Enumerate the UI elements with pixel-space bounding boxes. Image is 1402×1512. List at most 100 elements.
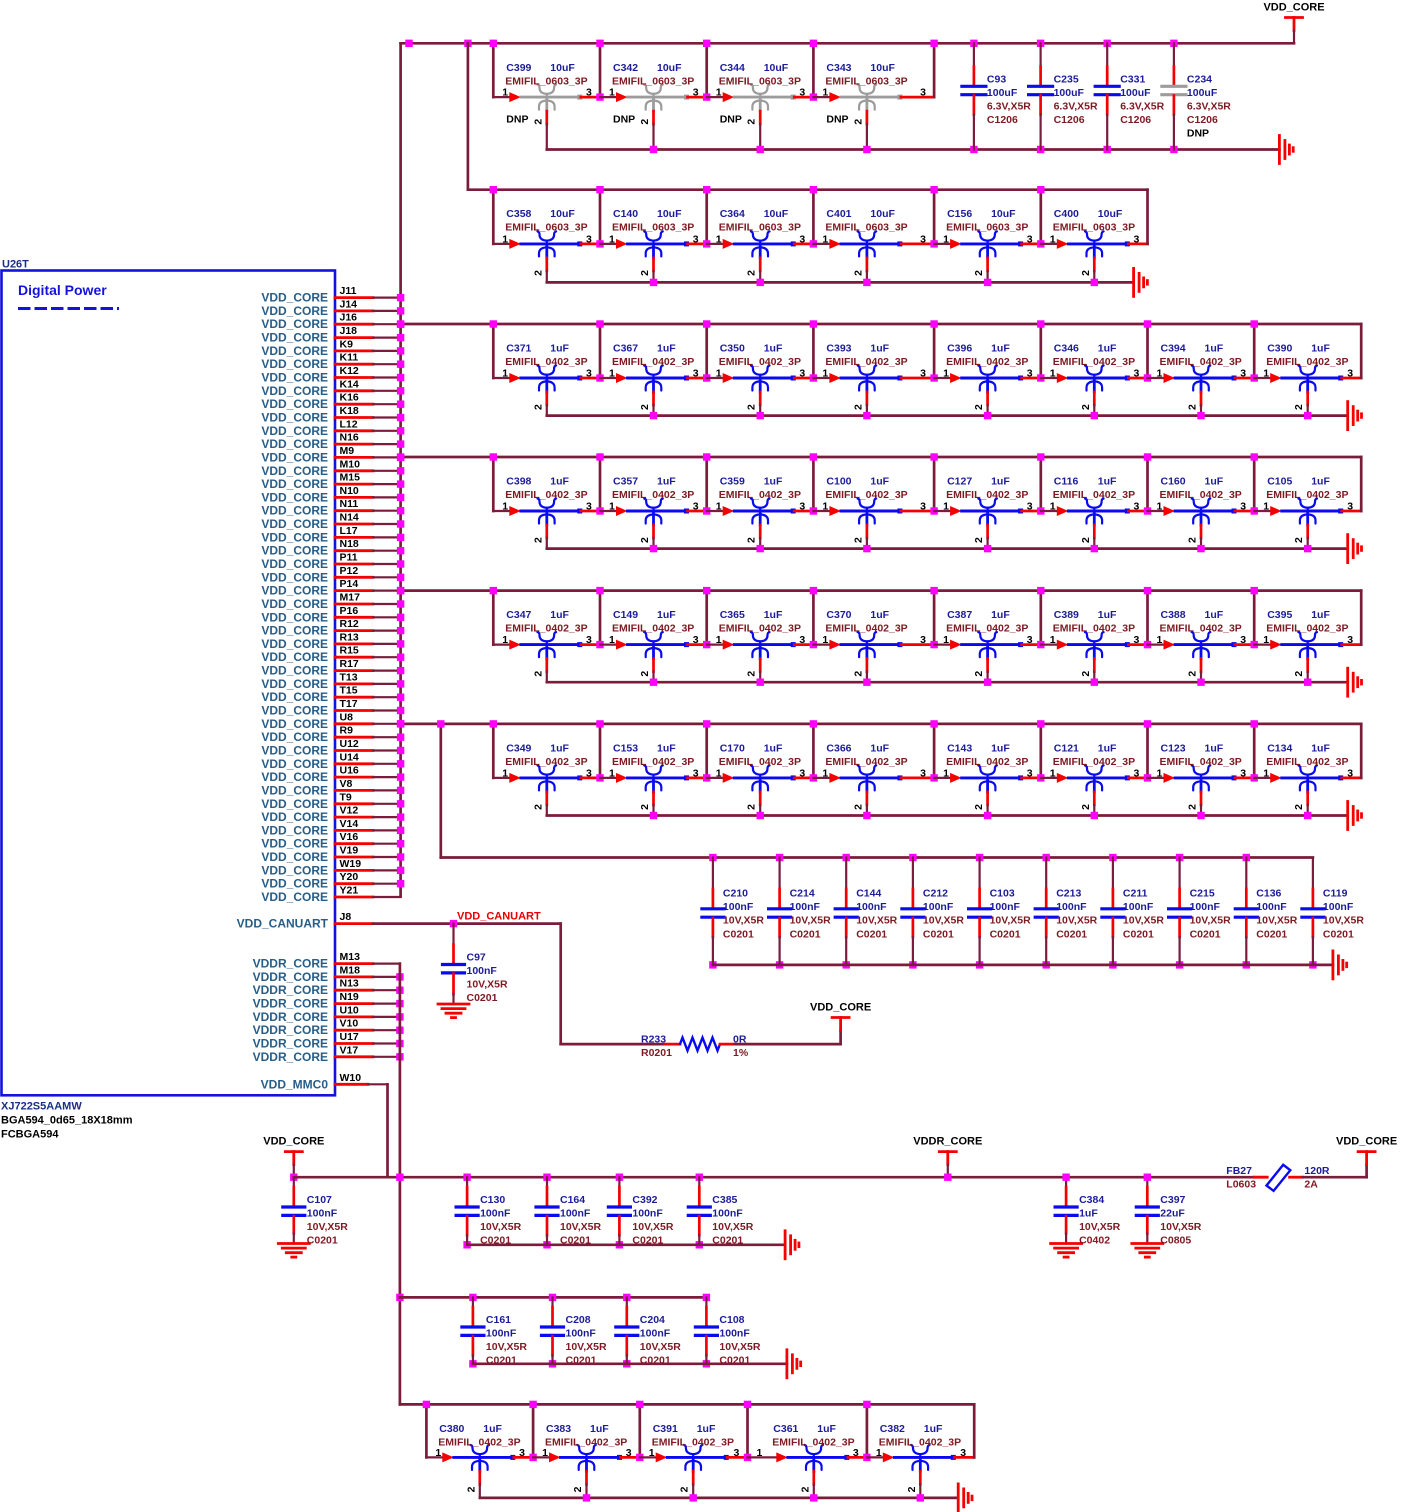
- svg-text:C383: C383: [546, 1423, 571, 1435]
- svg-text:EMIFIL_0402_3P: EMIFIL_0402_3P: [825, 356, 907, 368]
- svg-text:K11: K11: [340, 352, 359, 364]
- svg-text:VDD_CORE: VDD_CORE: [261, 357, 328, 371]
- svg-text:1: 1: [502, 767, 508, 779]
- svg-text:2: 2: [973, 404, 985, 410]
- svg-text:3: 3: [693, 634, 699, 646]
- svg-text:1uF: 1uF: [1098, 476, 1117, 488]
- svg-text:C214: C214: [790, 888, 815, 900]
- svg-text:C204: C204: [640, 1314, 665, 1326]
- svg-text:R12: R12: [340, 618, 359, 630]
- svg-text:2: 2: [852, 404, 864, 410]
- svg-text:DNP: DNP: [826, 114, 848, 126]
- svg-text:C143: C143: [947, 742, 972, 754]
- svg-text:VDD_CORE: VDD_CORE: [261, 757, 328, 771]
- svg-text:U16: U16: [340, 765, 359, 777]
- svg-text:C382: C382: [880, 1423, 905, 1435]
- svg-text:C384: C384: [1079, 1194, 1104, 1206]
- svg-text:C1206: C1206: [1187, 114, 1218, 126]
- svg-text:C164: C164: [560, 1194, 585, 1206]
- svg-text:C0201: C0201: [856, 929, 887, 941]
- svg-text:EMIFIL_0402_3P: EMIFIL_0402_3P: [772, 1436, 854, 1448]
- svg-text:VDD_CORE: VDD_CORE: [261, 797, 328, 811]
- svg-text:3: 3: [1027, 233, 1033, 245]
- svg-text:1: 1: [1263, 634, 1269, 646]
- svg-text:K14: K14: [340, 378, 359, 390]
- svg-text:10uF: 10uF: [550, 208, 575, 220]
- svg-text:EMIFIL_0402_3P: EMIFIL_0402_3P: [719, 489, 801, 501]
- svg-text:1uF: 1uF: [697, 1423, 716, 1435]
- svg-text:10V,X5R: 10V,X5R: [856, 915, 897, 927]
- svg-text:2: 2: [639, 119, 651, 125]
- svg-text:1: 1: [1263, 767, 1269, 779]
- svg-text:N18: N18: [340, 538, 359, 550]
- svg-text:EMIFIL_0402_3P: EMIFIL_0402_3P: [946, 623, 1028, 635]
- svg-text:2: 2: [1187, 537, 1199, 543]
- svg-text:2: 2: [639, 804, 651, 810]
- svg-text:3: 3: [920, 233, 926, 245]
- svg-text:3: 3: [1240, 767, 1246, 779]
- svg-text:2: 2: [852, 537, 864, 543]
- svg-text:EMIFIL_0402_3P: EMIFIL_0402_3P: [505, 623, 587, 635]
- svg-text:EMIFIL_0402_3P: EMIFIL_0402_3P: [946, 489, 1028, 501]
- svg-text:M18: M18: [340, 964, 361, 976]
- svg-text:2: 2: [1080, 270, 1092, 276]
- svg-text:3: 3: [1240, 368, 1246, 380]
- svg-text:1: 1: [822, 501, 828, 513]
- svg-text:1: 1: [716, 233, 722, 245]
- svg-text:VDD_CORE: VDD_CORE: [261, 517, 328, 531]
- svg-text:C350: C350: [720, 343, 745, 355]
- svg-text:EMIFIL_0402_3P: EMIFIL_0402_3P: [719, 623, 801, 635]
- svg-text:V10: V10: [340, 1018, 359, 1030]
- svg-text:100nF: 100nF: [307, 1208, 338, 1220]
- svg-text:C347: C347: [506, 609, 531, 621]
- svg-text:22uF: 22uF: [1160, 1208, 1185, 1220]
- svg-text:P11: P11: [340, 552, 358, 564]
- svg-text:U8: U8: [340, 711, 354, 723]
- svg-text:10V,X5R: 10V,X5R: [467, 979, 508, 991]
- svg-text:1: 1: [943, 501, 949, 513]
- svg-text:EMIFIL_0402_3P: EMIFIL_0402_3P: [652, 1436, 734, 1448]
- svg-text:3: 3: [799, 634, 805, 646]
- svg-text:100nF: 100nF: [723, 901, 754, 913]
- svg-text:C344: C344: [720, 62, 745, 74]
- svg-text:3: 3: [1347, 767, 1353, 779]
- svg-text:EMIFIL_0402_3P: EMIFIL_0402_3P: [1160, 356, 1242, 368]
- svg-text:C0201: C0201: [1123, 929, 1154, 941]
- svg-text:1uF: 1uF: [1205, 343, 1224, 355]
- svg-text:VDD_CORE: VDD_CORE: [261, 450, 328, 464]
- svg-text:2: 2: [1293, 404, 1305, 410]
- svg-text:VDD_CORE: VDD_CORE: [261, 437, 328, 451]
- svg-text:V8: V8: [340, 778, 353, 790]
- svg-text:C93: C93: [987, 74, 1006, 86]
- svg-text:VDD_CORE: VDD_CORE: [261, 810, 328, 824]
- svg-text:3: 3: [920, 87, 926, 99]
- svg-text:C391: C391: [653, 1423, 678, 1435]
- svg-text:DNP: DNP: [613, 114, 635, 126]
- svg-text:1uF: 1uF: [924, 1423, 943, 1435]
- svg-text:C211: C211: [1123, 888, 1148, 900]
- svg-text:2: 2: [852, 119, 864, 125]
- svg-text:C0201: C0201: [467, 992, 498, 1004]
- svg-text:VDDR_CORE: VDDR_CORE: [253, 1050, 328, 1064]
- svg-text:100nF: 100nF: [790, 901, 821, 913]
- svg-text:100nF: 100nF: [486, 1328, 517, 1340]
- svg-text:V16: V16: [340, 831, 359, 843]
- svg-text:10uF: 10uF: [870, 62, 895, 74]
- svg-text:1: 1: [716, 634, 722, 646]
- svg-text:VDD_CORE: VDD_CORE: [1263, 2, 1324, 14]
- svg-text:VDD_CORE: VDD_CORE: [261, 890, 328, 904]
- svg-text:1uF: 1uF: [657, 742, 676, 754]
- svg-text:3: 3: [693, 87, 699, 99]
- svg-text:U10: U10: [340, 1004, 359, 1016]
- svg-text:100nF: 100nF: [923, 901, 954, 913]
- svg-text:2: 2: [532, 804, 544, 810]
- svg-text:J14: J14: [340, 298, 358, 310]
- svg-text:1uF: 1uF: [991, 343, 1010, 355]
- svg-text:3: 3: [519, 1447, 525, 1459]
- svg-text:2: 2: [465, 1486, 477, 1492]
- svg-text:C119: C119: [1323, 888, 1348, 900]
- svg-text:2: 2: [973, 804, 985, 810]
- svg-text:C395: C395: [1267, 609, 1292, 621]
- svg-text:10V,X5R: 10V,X5R: [1160, 1221, 1201, 1233]
- svg-text:100uF: 100uF: [1054, 87, 1085, 99]
